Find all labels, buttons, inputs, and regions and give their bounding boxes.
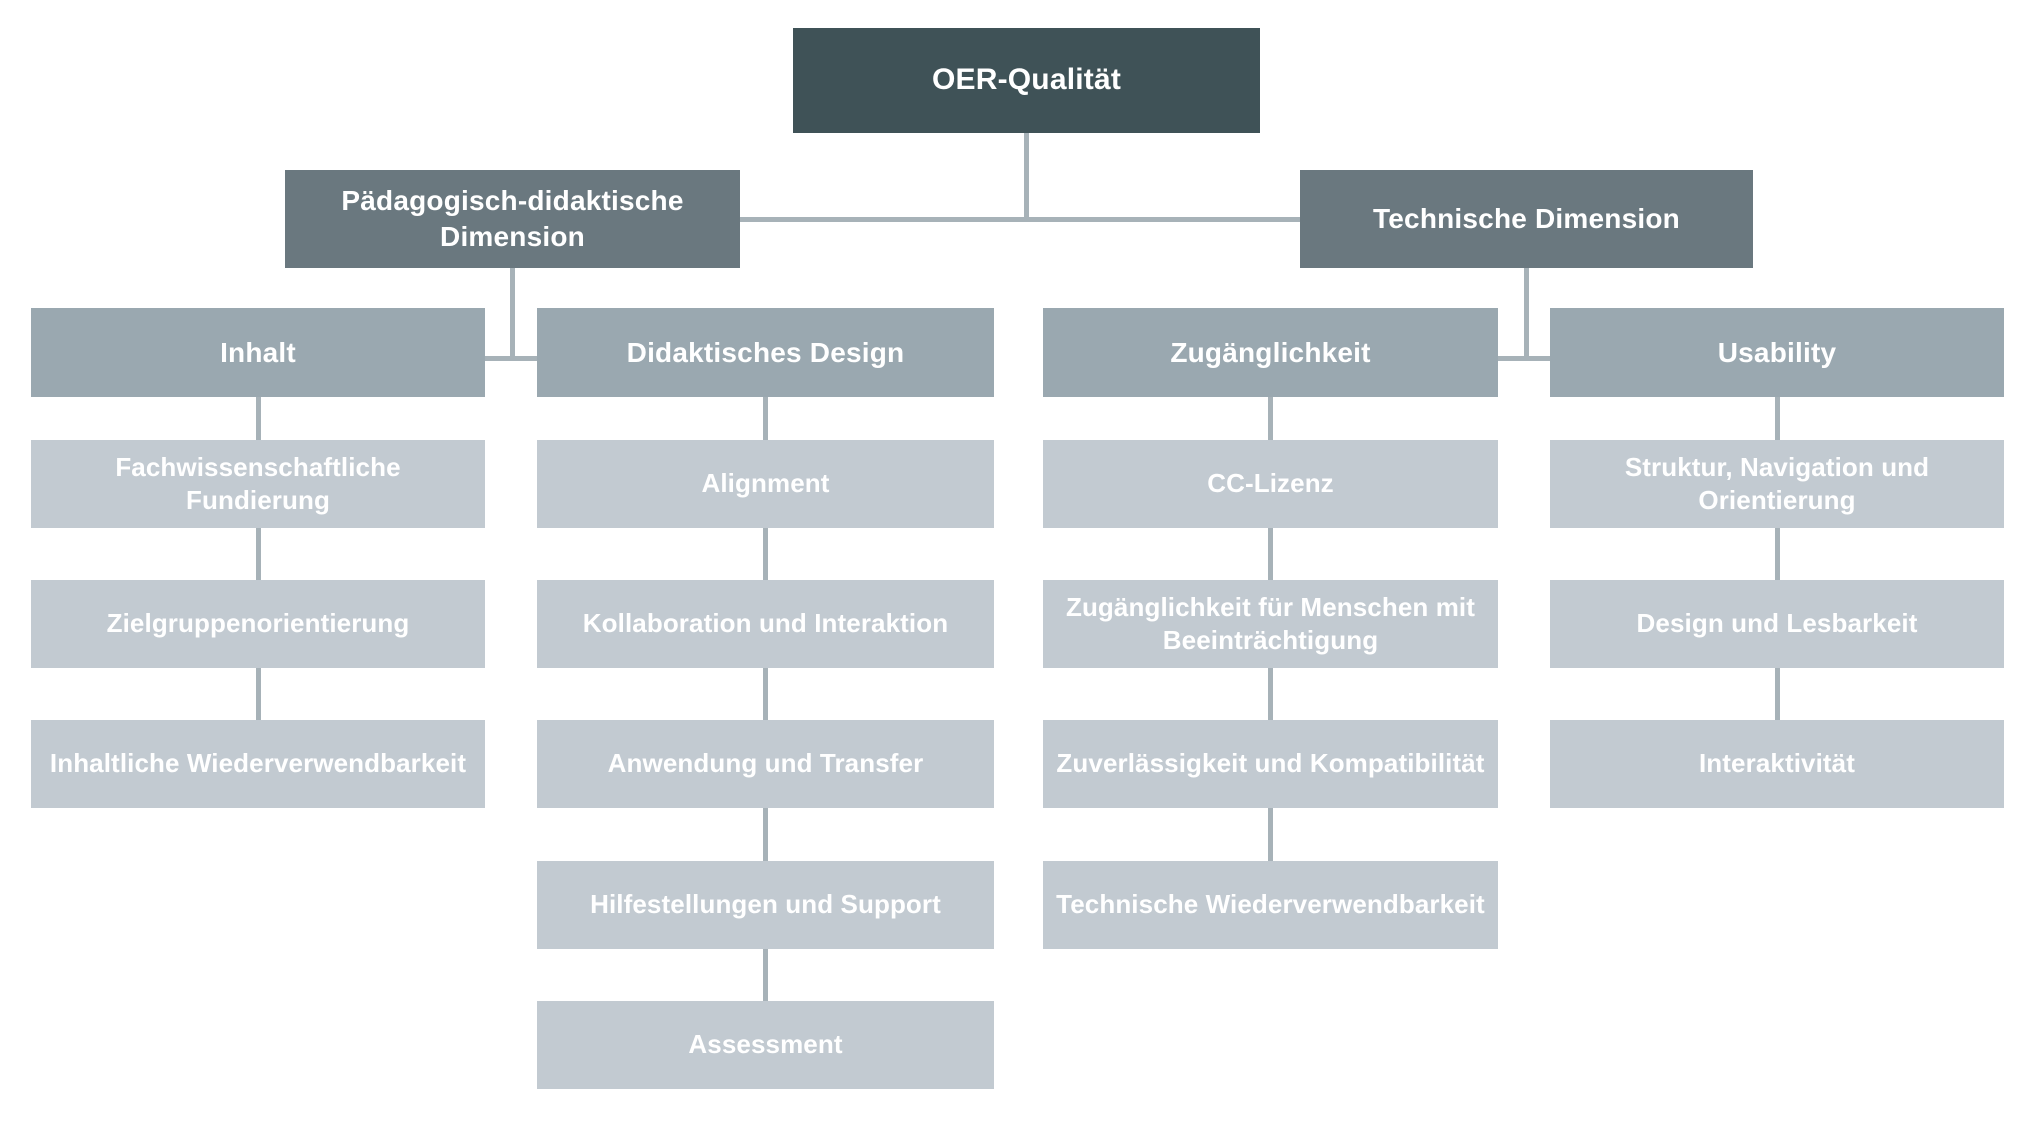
node-criterion-struktur-navigation-orientierung[interactable]: Struktur, Navigation und Orientierung (1550, 440, 2004, 528)
node-criterion-assessment[interactable]: Assessment (537, 1001, 994, 1089)
node-criterion-zielgruppenorientierung[interactable]: Zielgruppenorientierung (31, 580, 485, 668)
node-criterion-kollaboration-und-interaktion[interactable]: Kollaboration und Interaktion (537, 580, 994, 668)
node-category-usability[interactable]: Usability (1550, 308, 2004, 397)
node-criterion-zugaenglichkeit-fuer-menschen[interactable]: Zugänglichkeit für Menschen mit Beeinträ… (1043, 580, 1498, 668)
node-category-inhalt[interactable]: Inhalt (31, 308, 485, 397)
node-criterion-fachwissenschaftliche-fundierung[interactable]: Fachwissenschaftliche Fundierung (31, 440, 485, 528)
connector-technical-rail (1268, 356, 1778, 361)
connector-level2-rail (512, 217, 1526, 222)
node-category-didaktisches-design[interactable]: Didaktisches Design (537, 308, 994, 397)
node-criterion-anwendung-und-transfer[interactable]: Anwendung und Transfer (537, 720, 994, 808)
connector-pedagogic-rail (256, 356, 766, 361)
node-criterion-alignment[interactable]: Alignment (537, 440, 994, 528)
connector-root-vertical (1024, 133, 1029, 221)
node-criterion-technische-wiederverwendbarkeit[interactable]: Technische Wiederverwendbarkeit (1043, 861, 1498, 949)
node-dimension-paedagogisch-didaktische[interactable]: Pädagogisch-didaktische Dimension (285, 170, 740, 268)
node-criterion-interaktivitaet[interactable]: Interaktivität (1550, 720, 2004, 808)
node-dimension-technische[interactable]: Technische Dimension (1300, 170, 1753, 268)
node-criterion-inhaltliche-wiederverwendbarkeit[interactable]: Inhaltliche Wiederverwendbarkeit (31, 720, 485, 808)
node-criterion-design-und-lesbarkeit[interactable]: Design und Lesbarkeit (1550, 580, 2004, 668)
connector-technical-vertical (1524, 268, 1529, 360)
node-criterion-hilfestellungen-und-support[interactable]: Hilfestellungen und Support (537, 861, 994, 949)
node-criterion-cc-lizenz[interactable]: CC-Lizenz (1043, 440, 1498, 528)
node-criterion-zuverlaessigkeit-und-kompatibilitaet[interactable]: Zuverlässigkeit und Kompatibilität (1043, 720, 1498, 808)
node-category-zugaenglichkeit[interactable]: Zugänglichkeit (1043, 308, 1498, 397)
node-root-oer-qualitaet[interactable]: OER-Qualität (793, 28, 1260, 133)
connector-pedagogic-vertical (510, 268, 515, 360)
